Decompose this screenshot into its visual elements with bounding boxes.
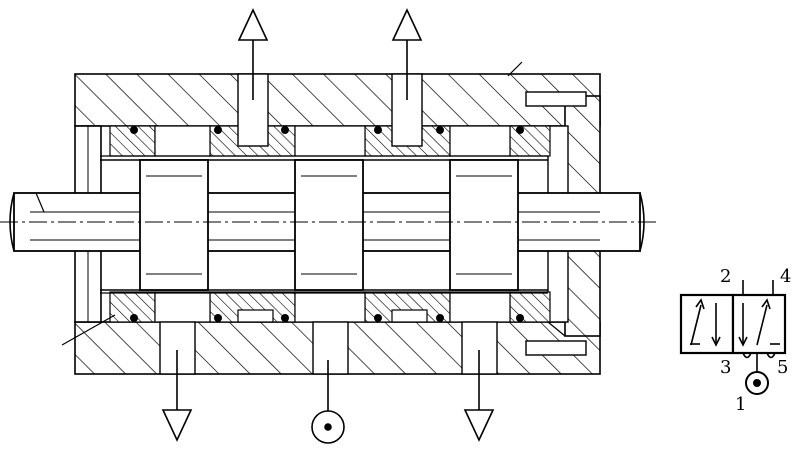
bolt-bottom (525, 340, 587, 356)
port-label-2: 2 (720, 266, 731, 287)
top-sleeves (100, 125, 551, 157)
arrow-out-top-right (391, 8, 423, 100)
arrow-out-top-left (237, 8, 269, 100)
symbol-left-box (679, 293, 735, 355)
seal-rings (130, 126, 524, 322)
spool (0, 159, 658, 291)
port-label-4: 4 (780, 266, 791, 287)
port-label-3: 3 (720, 357, 731, 378)
port-label-5: 5 (777, 357, 788, 378)
spool-land-2 (294, 159, 364, 291)
arrow-exhaust-bottom-right (463, 350, 495, 442)
supply-port-symbol (311, 360, 345, 444)
bottom-sleeves (100, 291, 551, 323)
port-bottom-right (461, 321, 498, 375)
spool-land-3 (449, 159, 519, 291)
valve-symbol: 2 4 3 5 1 (679, 266, 791, 415)
spool-land-1 (139, 159, 209, 291)
body-top-wall (74, 73, 601, 127)
port-label-1: 1 (735, 394, 746, 415)
bolt-top (525, 91, 587, 107)
flow-arrows (161, 8, 495, 444)
arrow-exhaust-bottom-left (161, 350, 193, 442)
port-bottom-center (312, 321, 349, 375)
